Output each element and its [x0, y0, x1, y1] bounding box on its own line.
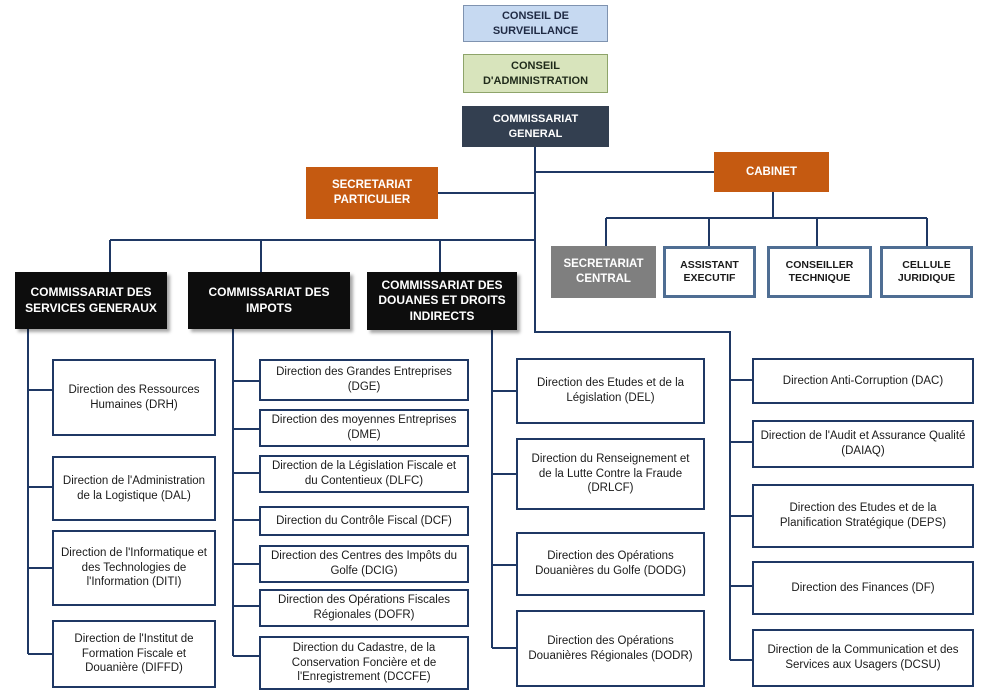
direction-label: Direction de l'Audit et Assurance Qualit…: [760, 430, 966, 457]
direction-label: Direction Anti-Corruption (DAC): [782, 374, 944, 387]
commissariat-title: COMMISSARIAT DES SERVICES GENERAUX: [25, 285, 157, 315]
commissariat-general-label: COMMISSARIAT GENERAL: [492, 113, 579, 140]
conseil-surveillance-label: CONSEIL DE SURVEILLANCE: [492, 10, 579, 37]
cabinet-member-conseiller-technique: CONSEILLER TECHNIQUE: [767, 246, 872, 298]
direction-label: Direction du Renseignement et de la Lutt…: [531, 452, 690, 495]
cabinet-member-label: CELLULE JURIDIQUE: [897, 258, 956, 284]
direction-daiaq: Direction de l'Audit et Assurance Qualit…: [752, 420, 974, 468]
direction-label: Direction de l'Institut de Formation Fis…: [74, 632, 194, 675]
direction-dodg: Direction des Opérations Douanières du G…: [516, 532, 705, 596]
direction-drlcf: Direction du Renseignement et de la Lutt…: [516, 438, 705, 510]
direction-label: Direction du Contrôle Fiscal (DCF): [276, 514, 452, 527]
direction-dcig: Direction des Centres des Impôts du Golf…: [259, 545, 469, 583]
cabinet-member-label: SECRETARIAT CENTRAL: [563, 258, 644, 285]
cabinet-box: CABINET: [714, 152, 829, 192]
direction-dcsu: Direction de la Communication et des Ser…: [752, 629, 974, 687]
conseil-administration-label: CONSEIL D'ADMINISTRATION: [482, 60, 589, 87]
commissariat-title: COMMISSARIAT DES DOUANES ET DROITS INDIR…: [378, 277, 506, 323]
connector-col3-branches: [492, 390, 516, 649]
connector-col1-branches: [28, 389, 52, 655]
direction-label: Direction des Opérations Fiscales Région…: [278, 594, 450, 621]
direction-drh: Direction des Ressources Humaines (DRH): [52, 359, 216, 436]
direction-dme: Direction des moyennes Entreprises (DME): [259, 409, 469, 447]
secretariat-particulier-label: SECRETARIAT PARTICULIER: [331, 179, 413, 206]
direction-label: Direction de l'Administration de la Logi…: [62, 474, 206, 502]
direction-label: Direction des Ressources Humaines (DRH): [68, 383, 200, 411]
direction-dcf: Direction du Contrôle Fiscal (DCF): [259, 506, 469, 536]
cabinet-member-secretariat-central: SECRETARIAT CENTRAL: [551, 246, 656, 298]
direction-label: Direction de la Communication et des Ser…: [767, 644, 959, 671]
direction-dal: Direction de l'Administration de la Logi…: [52, 456, 216, 521]
direction-label: Direction des Etudes et de la Planificat…: [779, 502, 947, 529]
conseil-surveillance-box: CONSEIL DE SURVEILLANCE: [463, 5, 608, 42]
conseil-administration-box: CONSEIL D'ADMINISTRATION: [463, 54, 608, 93]
connector-col2-branches: [233, 380, 259, 657]
direction-label: Direction de l'Informatique et des Techn…: [60, 546, 208, 589]
cabinet-member-cellule-juridique: CELLULE JURIDIQUE: [880, 246, 973, 298]
cabinet-member-label: CONSEILLER TECHNIQUE: [785, 258, 854, 284]
commissariat-services-generaux-box: COMMISSARIAT DES SERVICES GENERAUX: [15, 272, 167, 329]
connector-col4-branches: [730, 379, 752, 661]
commissariat-impots-box: COMMISSARIAT DES IMPOTS: [188, 272, 350, 329]
direction-dlfc: Direction de la Législation Fiscale et d…: [259, 455, 469, 493]
direction-del: Direction des Etudes et de la Législatio…: [516, 358, 705, 424]
direction-label: Direction du Cadastre, de la Conservatio…: [291, 641, 437, 684]
commissariat-title: COMMISSARIAT DES IMPOTS: [208, 285, 330, 315]
cabinet-label: CABINET: [745, 165, 798, 178]
direction-label: Direction des Opérations Douanières Régi…: [528, 634, 693, 662]
direction-label: Direction des Finances (DF): [791, 581, 935, 594]
direction-label: Direction des Centres des Impôts du Golf…: [270, 550, 457, 577]
direction-label: Direction des Etudes et de la Législatio…: [536, 377, 685, 404]
connector-cabinet-drops: [605, 218, 928, 246]
direction-diti: Direction de l'Informatique et des Techn…: [52, 530, 216, 606]
cabinet-member-label: ASSISTANT EXECUTIF: [680, 258, 739, 284]
direction-label: Direction de la Législation Fiscale et d…: [271, 460, 457, 487]
direction-label: Direction des Grandes Entreprises (DGE): [276, 366, 452, 393]
direction-df: Direction des Finances (DF): [752, 561, 974, 615]
commissariat-douanes-box: COMMISSARIAT DES DOUANES ET DROITS INDIR…: [367, 272, 517, 330]
direction-label: Direction des moyennes Entreprises (DME): [271, 414, 457, 441]
commissariat-general-box: COMMISSARIAT GENERAL: [462, 106, 609, 147]
direction-dac: Direction Anti-Corruption (DAC): [752, 358, 974, 404]
direction-dofr: Direction des Opérations Fiscales Région…: [259, 589, 469, 627]
connectors: [27, 147, 928, 661]
direction-diffd: Direction de l'Institut de Formation Fis…: [52, 620, 216, 688]
connector-commissariat-drops: [109, 240, 441, 272]
direction-dge: Direction des Grandes Entreprises (DGE): [259, 359, 469, 401]
secretariat-particulier-box: SECRETARIAT PARTICULIER: [306, 167, 438, 219]
direction-label: Direction des Opérations Douanières du G…: [535, 550, 686, 577]
cabinet-member-assistant-executif: ASSISTANT EXECUTIF: [663, 246, 756, 298]
direction-dccfe: Direction du Cadastre, de la Conservatio…: [259, 636, 469, 690]
direction-dodr: Direction des Opérations Douanières Régi…: [516, 610, 705, 687]
direction-deps: Direction des Etudes et de la Planificat…: [752, 484, 974, 548]
